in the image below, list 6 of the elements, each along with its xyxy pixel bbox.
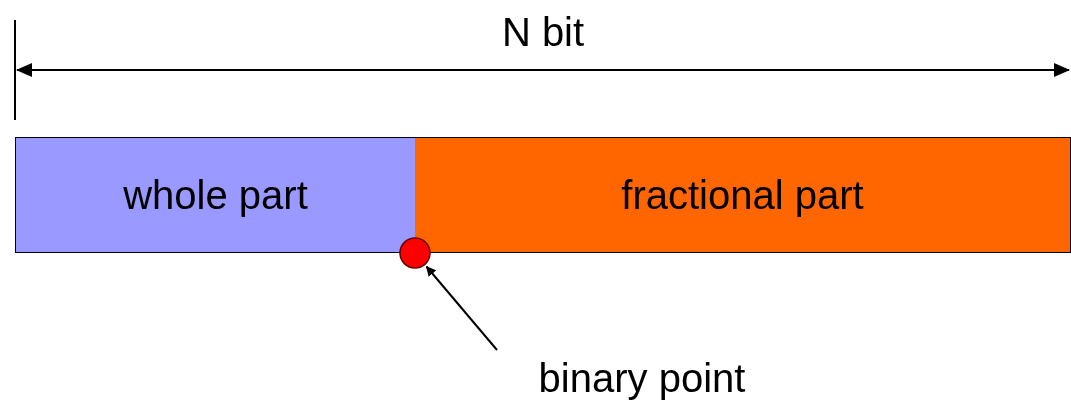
binary-point-dot bbox=[399, 237, 431, 269]
dimension-label: N bit bbox=[500, 9, 586, 56]
leader-arrow bbox=[425, 265, 498, 351]
bar-segment: fractional part bbox=[415, 137, 1071, 253]
callout-text: binary point bbox=[497, 350, 787, 406]
bar-segment: whole part bbox=[15, 137, 416, 253]
